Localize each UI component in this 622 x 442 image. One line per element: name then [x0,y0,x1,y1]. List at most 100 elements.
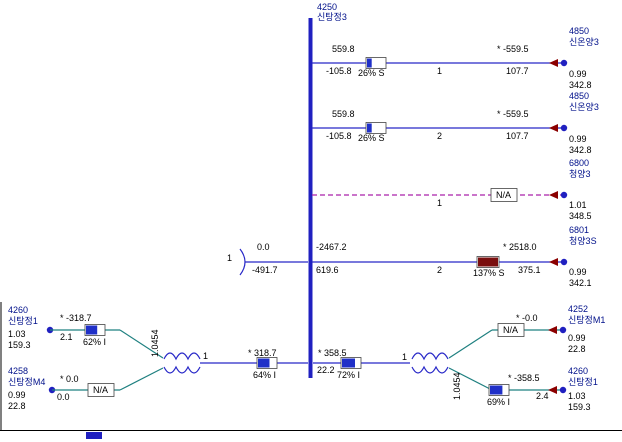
bus-name: 신온양3 [569,102,599,112]
flow-arrow-icon [549,59,558,67]
loading-label: 26% S [358,68,385,78]
bus-voltage-pu: 0.99 [8,390,26,400]
circuit-label: 1 [437,198,443,208]
bus-number: 6801 [569,225,590,235]
tap-label: 1.0454 [150,329,160,357]
p-flow: * 358.5 [318,348,347,358]
bus-voltage-kv: 22.8 [568,344,586,354]
q-flow: -105.8 [326,66,352,76]
branch-4260-right-diag[interactable] [448,367,493,391]
flow-arrow-icon [548,386,557,394]
branch-4258-diag[interactable] [119,367,164,391]
na-box[interactable] [497,323,525,337]
bus-dot-6801[interactable] [560,258,568,266]
na-box[interactable] [87,383,115,397]
bus-number: 4252 [568,304,589,314]
edge-bus-stub[interactable] [86,432,102,439]
p-flow: -2467.2 [316,242,347,252]
loading-box[interactable] [365,122,387,134]
branch-4260-left-diag[interactable] [119,329,164,359]
branch-4252-diag[interactable] [448,329,493,359]
bus-voltage-pu: 1.03 [8,329,26,339]
loading-label: 137% S [473,268,505,278]
p-flow: * -0.0 [516,313,538,323]
bus-number: 6800 [569,158,590,168]
loading-fill [367,123,372,133]
loading-fill [86,325,98,335]
p-flow: * -358.5 [508,373,540,383]
tap-label: 1.0454 [452,372,462,400]
flow-arrow-icon [548,326,557,334]
p-flow: * -559.5 [497,44,529,54]
p-flow: * 318.7 [248,348,277,358]
q-flow: -105.8 [326,131,352,141]
bus-voltage-kv: 342.1 [569,278,592,288]
bus-name: 신탕정3 [317,12,347,22]
bus-voltage-kv: 342.8 [569,80,592,90]
circuit-label: 2 [437,131,443,141]
transformer-coil-right-bottom[interactable] [411,365,449,374]
circuit-label: 1 [402,352,408,362]
circuit-label: 1 [437,66,443,76]
bus-voltage-kv: 342.8 [569,145,592,155]
bus-name: 청양3S [569,236,597,246]
loading-label: 69% I [487,397,511,407]
bus-voltage-pu: 0.99 [569,267,587,277]
q-flow: 2.4 [536,391,549,401]
loading-label: 26% S [358,133,385,143]
p-flow: 0.0 [257,242,270,252]
flow-arrow-icon [549,191,558,199]
bus-name: 신온양3 [569,37,599,47]
q-flow: 107.7 [506,131,529,141]
q-flow: 2.1 [60,332,73,342]
winding-circuit-label: 1 [227,253,233,263]
loading-label: 62% I [83,337,107,347]
q-flow: 619.6 [316,265,339,275]
bus-dot-4850-1[interactable] [560,59,568,67]
bus-number: 4260 [8,305,29,315]
loading-box[interactable] [365,57,387,69]
loading-fill [342,358,355,368]
transformer-coil-right-top[interactable] [411,352,449,361]
p-flow: * 0.0 [60,374,79,384]
flow-arrow-icon [549,258,558,266]
loading-fill [367,58,372,68]
bus-dot-6800[interactable] [560,191,568,199]
bus-dot-4850-2[interactable] [560,124,568,132]
bus-voltage-kv: 159.3 [8,340,31,350]
bus-number: 4850 [569,91,590,101]
bus-dot-4260-right[interactable] [559,386,567,394]
q-flow: 107.7 [506,66,529,76]
q-flow: 22.2 [317,365,335,375]
loading-label: 72% I [337,370,361,380]
loading-fill [258,358,270,368]
q-flow: 375.1 [518,265,541,275]
bus-voltage-pu: 0.99 [569,69,587,79]
bus-dot-4252[interactable] [559,326,567,334]
transformer-coil-left-top[interactable] [163,352,201,361]
bus-voltage-kv: 159.3 [568,402,591,412]
bus-voltage-pu: 1.03 [568,391,586,401]
loading-label: N/A [503,325,519,335]
bus-number: 4250 [317,2,338,12]
bus-voltage-pu: 0.99 [568,333,586,343]
p-flow: * 2518.0 [503,242,537,252]
bus-number: 4260 [568,366,589,376]
bus-number: 4850 [569,26,590,36]
loading-label: N/A [93,385,109,395]
loading-fill [490,385,503,395]
loading-label: 64% I [253,370,277,380]
bus-voltage-kv: 22.8 [8,401,26,411]
transformer-winding-paren[interactable] [239,248,246,276]
transformer-coil-left-bottom[interactable] [163,365,201,374]
bus-bar-4250[interactable] [308,18,313,378]
na-box[interactable] [490,188,518,202]
q-flow: 0.0 [57,392,70,402]
bus-name: 청양3 [569,169,591,179]
bus-number: 4258 [8,366,29,376]
bus-name: 신탕정1 [568,377,598,387]
circuit-label: 2 [437,265,443,275]
p-flow: 559.8 [332,44,355,54]
